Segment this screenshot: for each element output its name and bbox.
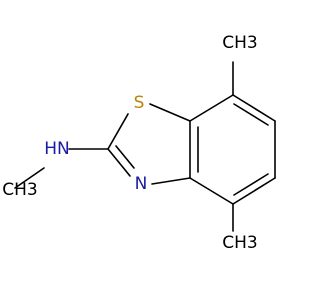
methyl-bottom-label: CH3 xyxy=(222,233,257,253)
bond-c4-c3a xyxy=(189,177,234,205)
structure-diagram: CH3 S HN N CH3 CH3 xyxy=(2,33,276,253)
bond-s-c7a xyxy=(149,103,191,122)
bond-c2-n3 xyxy=(107,148,131,177)
methyl-left-label: CH3 xyxy=(2,180,37,200)
bond-methyl-nh xyxy=(14,167,45,189)
ring-nitrogen-label: N xyxy=(135,174,148,194)
bond-c2-n3-double xyxy=(115,145,135,169)
bond-c5-c4 xyxy=(232,177,276,205)
bond-c2-s xyxy=(107,113,129,150)
amine-label: HN xyxy=(44,139,70,159)
sulfur-label: S xyxy=(134,93,145,113)
methyl-top-label: CH3 xyxy=(222,33,257,53)
atom-labels: CH3 S HN N CH3 CH3 xyxy=(2,33,257,253)
bond-c7-c6-double xyxy=(233,103,269,126)
bond-c5-c4-double xyxy=(233,173,269,196)
bond-c7-c6 xyxy=(232,94,276,122)
bonds xyxy=(14,61,276,232)
bond-c7a-c7 xyxy=(189,94,234,122)
bond-n3-c3a xyxy=(151,177,191,185)
